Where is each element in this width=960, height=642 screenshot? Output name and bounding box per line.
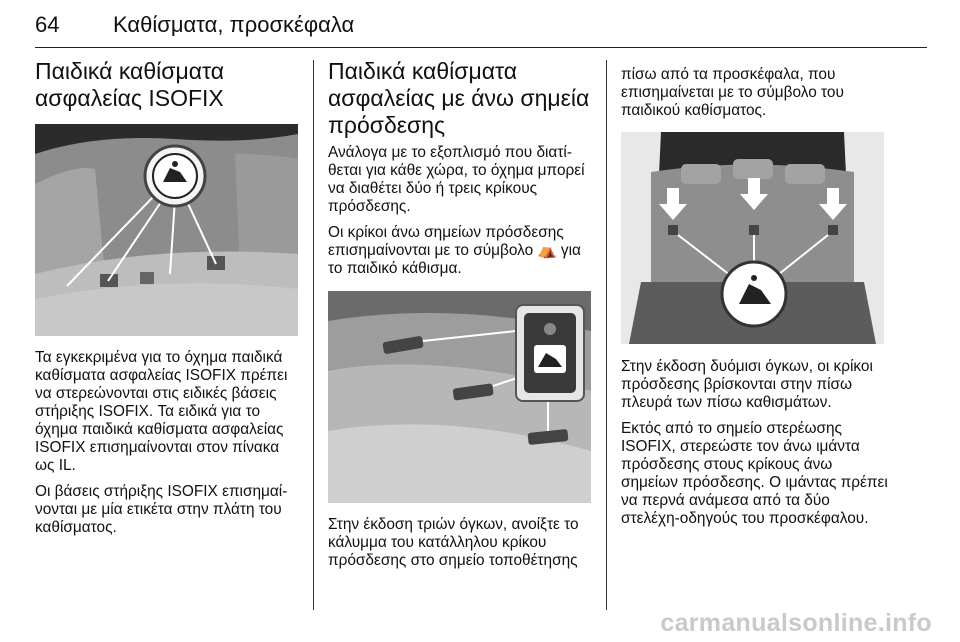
column-3: πίσω από τα προσκέφαλα, που επισημαίνετα… <box>621 58 889 528</box>
hatchback-anchor-illustration <box>621 132 884 344</box>
top-tether-paragraph-3: Στην έκδοση τριών όγκων, ανοίξτε το κάλυ… <box>328 516 579 569</box>
continuation-paragraph-2: Στην έκδοση δυόμισι όγκων, οι κρίκοι πρό… <box>621 358 873 411</box>
isofix-heading: Παιδικά καθίσματα ασφαλείας ISOFIX <box>35 58 225 111</box>
top-tether-paragraph-2: Οι κρίκοι άνω σημείων πρόσδεσης επισημαί… <box>328 224 581 277</box>
top-tether-heading: Παιδικά καθίσματα ασφαλείας με άνω σημεί… <box>328 58 590 138</box>
continuation-paragraph-1: πίσω από τα προσκέφαλα, που επισημαίνετα… <box>621 66 844 119</box>
watermark: carmanualsonline.info <box>660 609 932 637</box>
running-title: Καθίσματα, προσκέφαλα <box>113 12 355 37</box>
three-volume-anchor-illustration <box>328 291 591 503</box>
continuation-paragraph-3: Εκτός από το σημείο στερέωσης ISOFIX, στ… <box>621 420 888 527</box>
column-1: Παιδικά καθίσματα ασφαλείας ISOFIX Τα εγ… <box>35 58 300 537</box>
top-tether-paragraph-1: Ανάλογα με το εξοπλισμό που διατί-θεται … <box>328 144 585 215</box>
column-divider-2 <box>606 60 607 610</box>
page-header: 64 Καθίσματα, προσκέφαλα <box>35 8 927 46</box>
header-divider <box>35 47 927 48</box>
isofix-paragraph-1: Τα εγκεκριμένα για το όχημα παιδικά καθί… <box>35 349 288 474</box>
isofix-seat-illustration <box>35 124 298 336</box>
isofix-paragraph-2: Οι βάσεις στήριξης ISOFIX επισημαί-νοντα… <box>35 483 288 536</box>
column-2: Παιδικά καθίσματα ασφαλείας με άνω σημεί… <box>328 58 593 570</box>
page-number: 64 <box>35 12 60 37</box>
column-divider-1 <box>313 60 314 610</box>
